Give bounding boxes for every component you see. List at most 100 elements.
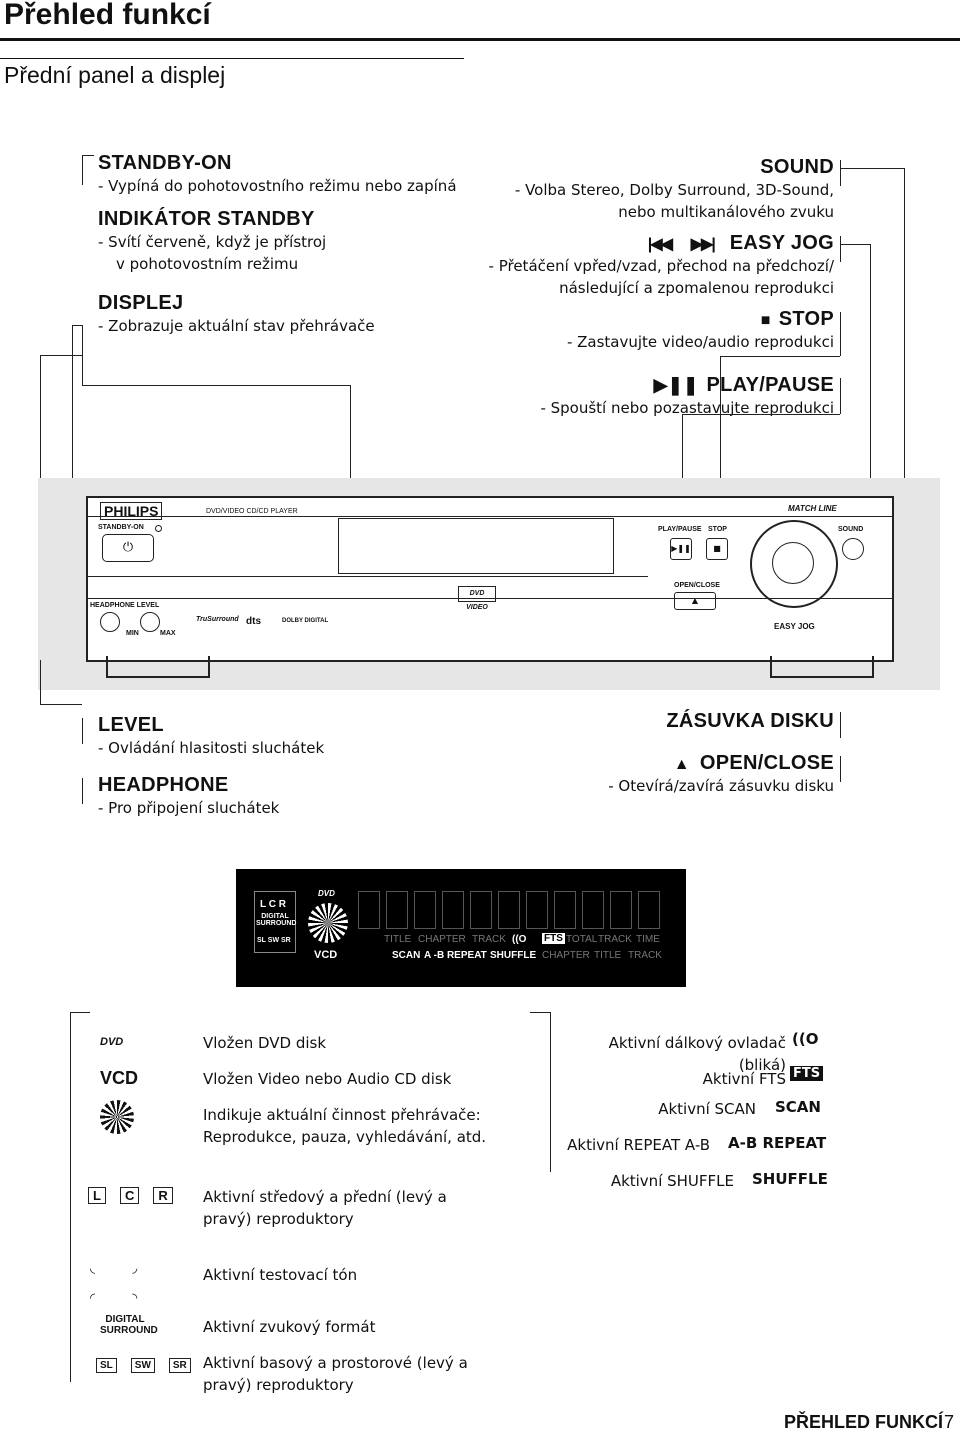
- page-number: 7: [944, 1412, 955, 1432]
- vcd-indicator: VCD: [314, 949, 338, 961]
- standby-label: STANDBY-ON: [98, 524, 144, 531]
- legend-disc-activity: Indikuje aktuální činnost přehrávače: Re…: [203, 1106, 487, 1146]
- eject-icon: ▲: [673, 756, 690, 773]
- track-indicator-3: TRACK: [628, 950, 662, 961]
- callout-stop: ■STOP - Zastavujte video/audio reprodukc…: [440, 308, 834, 353]
- callout-headphone: HEADPHONE - Pro připojení sluchátek: [98, 774, 518, 819]
- test-tone-icon: ◟ ◞◜ ◝: [90, 1261, 138, 1306]
- callout-desc: - Zastavujte video/audio reprodukci: [566, 333, 834, 351]
- callout-desc: v pohotovostním režimu: [116, 255, 299, 273]
- scan-indicator: SCAN: [392, 950, 421, 961]
- stop-icon: ■: [760, 312, 771, 329]
- remote-icon: ((O: [792, 1030, 819, 1048]
- repeat-icon: A-B REPEAT: [728, 1134, 827, 1152]
- play-pause-button[interactable]: ▶❚❚: [670, 538, 692, 560]
- remote-indicator: ((O: [512, 934, 527, 945]
- legend-digital-surround: Aktivní zvukový formát: [203, 1318, 376, 1336]
- track-indicator-2: TRACK: [598, 934, 632, 945]
- display-window: [338, 518, 614, 574]
- stop-button[interactable]: ■: [706, 538, 728, 560]
- callout-play-pause: ▶❚❚PLAY/PAUSE - Spouští nebo pozastavujt…: [440, 374, 834, 419]
- callout-disc-tray: ZÁSUVKA DISKU: [440, 710, 834, 733]
- callout-standby-on: STANDBY-ON - Vypíná do pohotovostního re…: [98, 152, 518, 197]
- shuffle-indicator: SHUFFLE: [490, 950, 537, 961]
- callout-easy-jog: |◀◀ ▶▶| EASY JOG - Přetáčení vpřed/vzad,…: [440, 232, 834, 299]
- callout-label: HEADPHONE: [98, 774, 229, 796]
- disc-activity-icon: [100, 1100, 134, 1134]
- power-icon: ⏻: [122, 540, 134, 555]
- callout-open-close: ▲OPEN/CLOSE - Otevírá/zavírá zásuvku dis…: [440, 752, 834, 797]
- open-close-button[interactable]: ▲: [674, 592, 716, 610]
- display-detail: L C R DIGITAL SURROUND SL SW SR DVD VCD …: [236, 869, 686, 987]
- fts-indicator: FTS: [542, 933, 565, 944]
- dts-logo: dts: [246, 616, 261, 627]
- dvd-indicator: DVD: [318, 889, 335, 898]
- callout-desc: nebo multikanálového zvuku: [618, 203, 834, 221]
- subtitle-rule: [0, 58, 464, 59]
- stop-label: STOP: [708, 526, 727, 533]
- callout-desc: - Přetáčení vpřed/vzad, přechod na předc…: [488, 257, 834, 275]
- callout-desc: následující a zpomalenou reprodukci: [559, 279, 834, 297]
- callout-label: SOUND: [760, 156, 834, 178]
- callout-desc: - Zobrazuje aktuální stav přehrávače: [98, 317, 375, 335]
- page-title: Přehled funkcí: [4, 0, 211, 31]
- callout-desc: - Pro připojení sluchátek: [98, 799, 280, 817]
- play-pause-label: PLAY/PAUSE: [658, 526, 702, 533]
- callout-desc: - Otevírá/zavírá zásuvku disku: [608, 777, 834, 795]
- line-logo: MATCH LINE: [788, 504, 837, 513]
- lcr-indicator: L C R: [260, 899, 286, 910]
- time-indicator: TIME: [636, 934, 660, 945]
- surround-indicator: [254, 891, 296, 953]
- sub-indicator: SL SW SR: [257, 937, 291, 944]
- scan-icon: SCAN: [775, 1098, 821, 1116]
- legend-remote: Aktivní dálkový ovladač (bliká): [608, 1034, 786, 1074]
- legend-vcd: Vložen Video nebo Audio CD disk: [203, 1070, 452, 1088]
- callout-desc: - Vypíná do pohotovostního režimu nebo z…: [98, 177, 457, 195]
- device-front-panel: PHILIPS DVD/VIDEO CD/CD PLAYER MATCH LIN…: [86, 496, 894, 662]
- sound-button[interactable]: [842, 538, 864, 560]
- sound-label: SOUND: [838, 526, 864, 533]
- callout-standby-indicator: INDIKÁTOR STANDBY - Svítí červeně, když …: [98, 208, 518, 275]
- play-pause-icon: ▶❚❚: [653, 375, 699, 395]
- callout-desc: - Ovládání hlasitosti sluchátek: [98, 739, 325, 757]
- max-label: MAX: [160, 630, 176, 637]
- callout-level: LEVEL - Ovládání hlasitosti sluchátek: [98, 714, 518, 759]
- callout-label: ZÁSUVKA DISKU: [666, 710, 834, 732]
- callout-label: INDIKÁTOR STANDBY: [98, 208, 315, 230]
- model-text: DVD/VIDEO CD/CD PLAYER: [206, 508, 298, 515]
- title-rule: [0, 38, 960, 41]
- vcd-icon: VCD: [100, 1068, 139, 1088]
- legend-dvd: Vložen DVD disk: [203, 1034, 327, 1052]
- page-subtitle: Přední panel a displej: [4, 62, 226, 88]
- brand-logo: PHILIPS: [100, 502, 163, 520]
- chapter-indicator-2: CHAPTER: [542, 950, 590, 961]
- legend-shuffle: Aktivní SHUFFLE: [610, 1172, 734, 1190]
- standby-button[interactable]: ⏻: [102, 534, 154, 562]
- level-knob[interactable]: [140, 612, 160, 632]
- callout-sound: SOUND - Volba Stereo, Dolby Surround, 3D…: [440, 156, 834, 223]
- total-indicator: TOTAL: [566, 934, 598, 945]
- dvd-logo: DVD VIDEO: [458, 586, 496, 611]
- trusurround-logo: TruSurround: [196, 616, 239, 623]
- callout-label: ▶❚❚PLAY/PAUSE: [653, 374, 834, 396]
- legend-repeat: Aktivní REPEAT A-B: [567, 1136, 710, 1154]
- legend-fts: Aktivní FTS: [702, 1070, 786, 1088]
- device-foot-left: [106, 656, 210, 678]
- callout-desc: - Svítí červeně, když je přístroj: [98, 233, 327, 251]
- open-close-label: OPEN/CLOSE: [674, 582, 720, 589]
- skip-forward-icon: ▶▶|: [690, 236, 716, 253]
- callout-display: DISPLEJ - Zobrazuje aktuální stav přehrá…: [98, 292, 518, 337]
- disc-activity-icon: [308, 903, 348, 943]
- min-label: MIN: [126, 630, 139, 637]
- skip-back-icon: |◀◀: [647, 236, 673, 253]
- easy-jog-dial[interactable]: [750, 520, 838, 608]
- shuffle-icon: SHUFFLE: [752, 1170, 828, 1188]
- headphone-jack[interactable]: [100, 612, 120, 632]
- dolby-logo: DOLBY DIGITAL: [282, 618, 329, 624]
- callout-label: DISPLEJ: [98, 292, 184, 314]
- callout-label: ■STOP: [760, 308, 834, 330]
- footer-section: PŘEHLED FUNKCÍ: [784, 1412, 944, 1432]
- callout-desc: - Volba Stereo, Dolby Surround, 3D-Sound…: [514, 181, 834, 199]
